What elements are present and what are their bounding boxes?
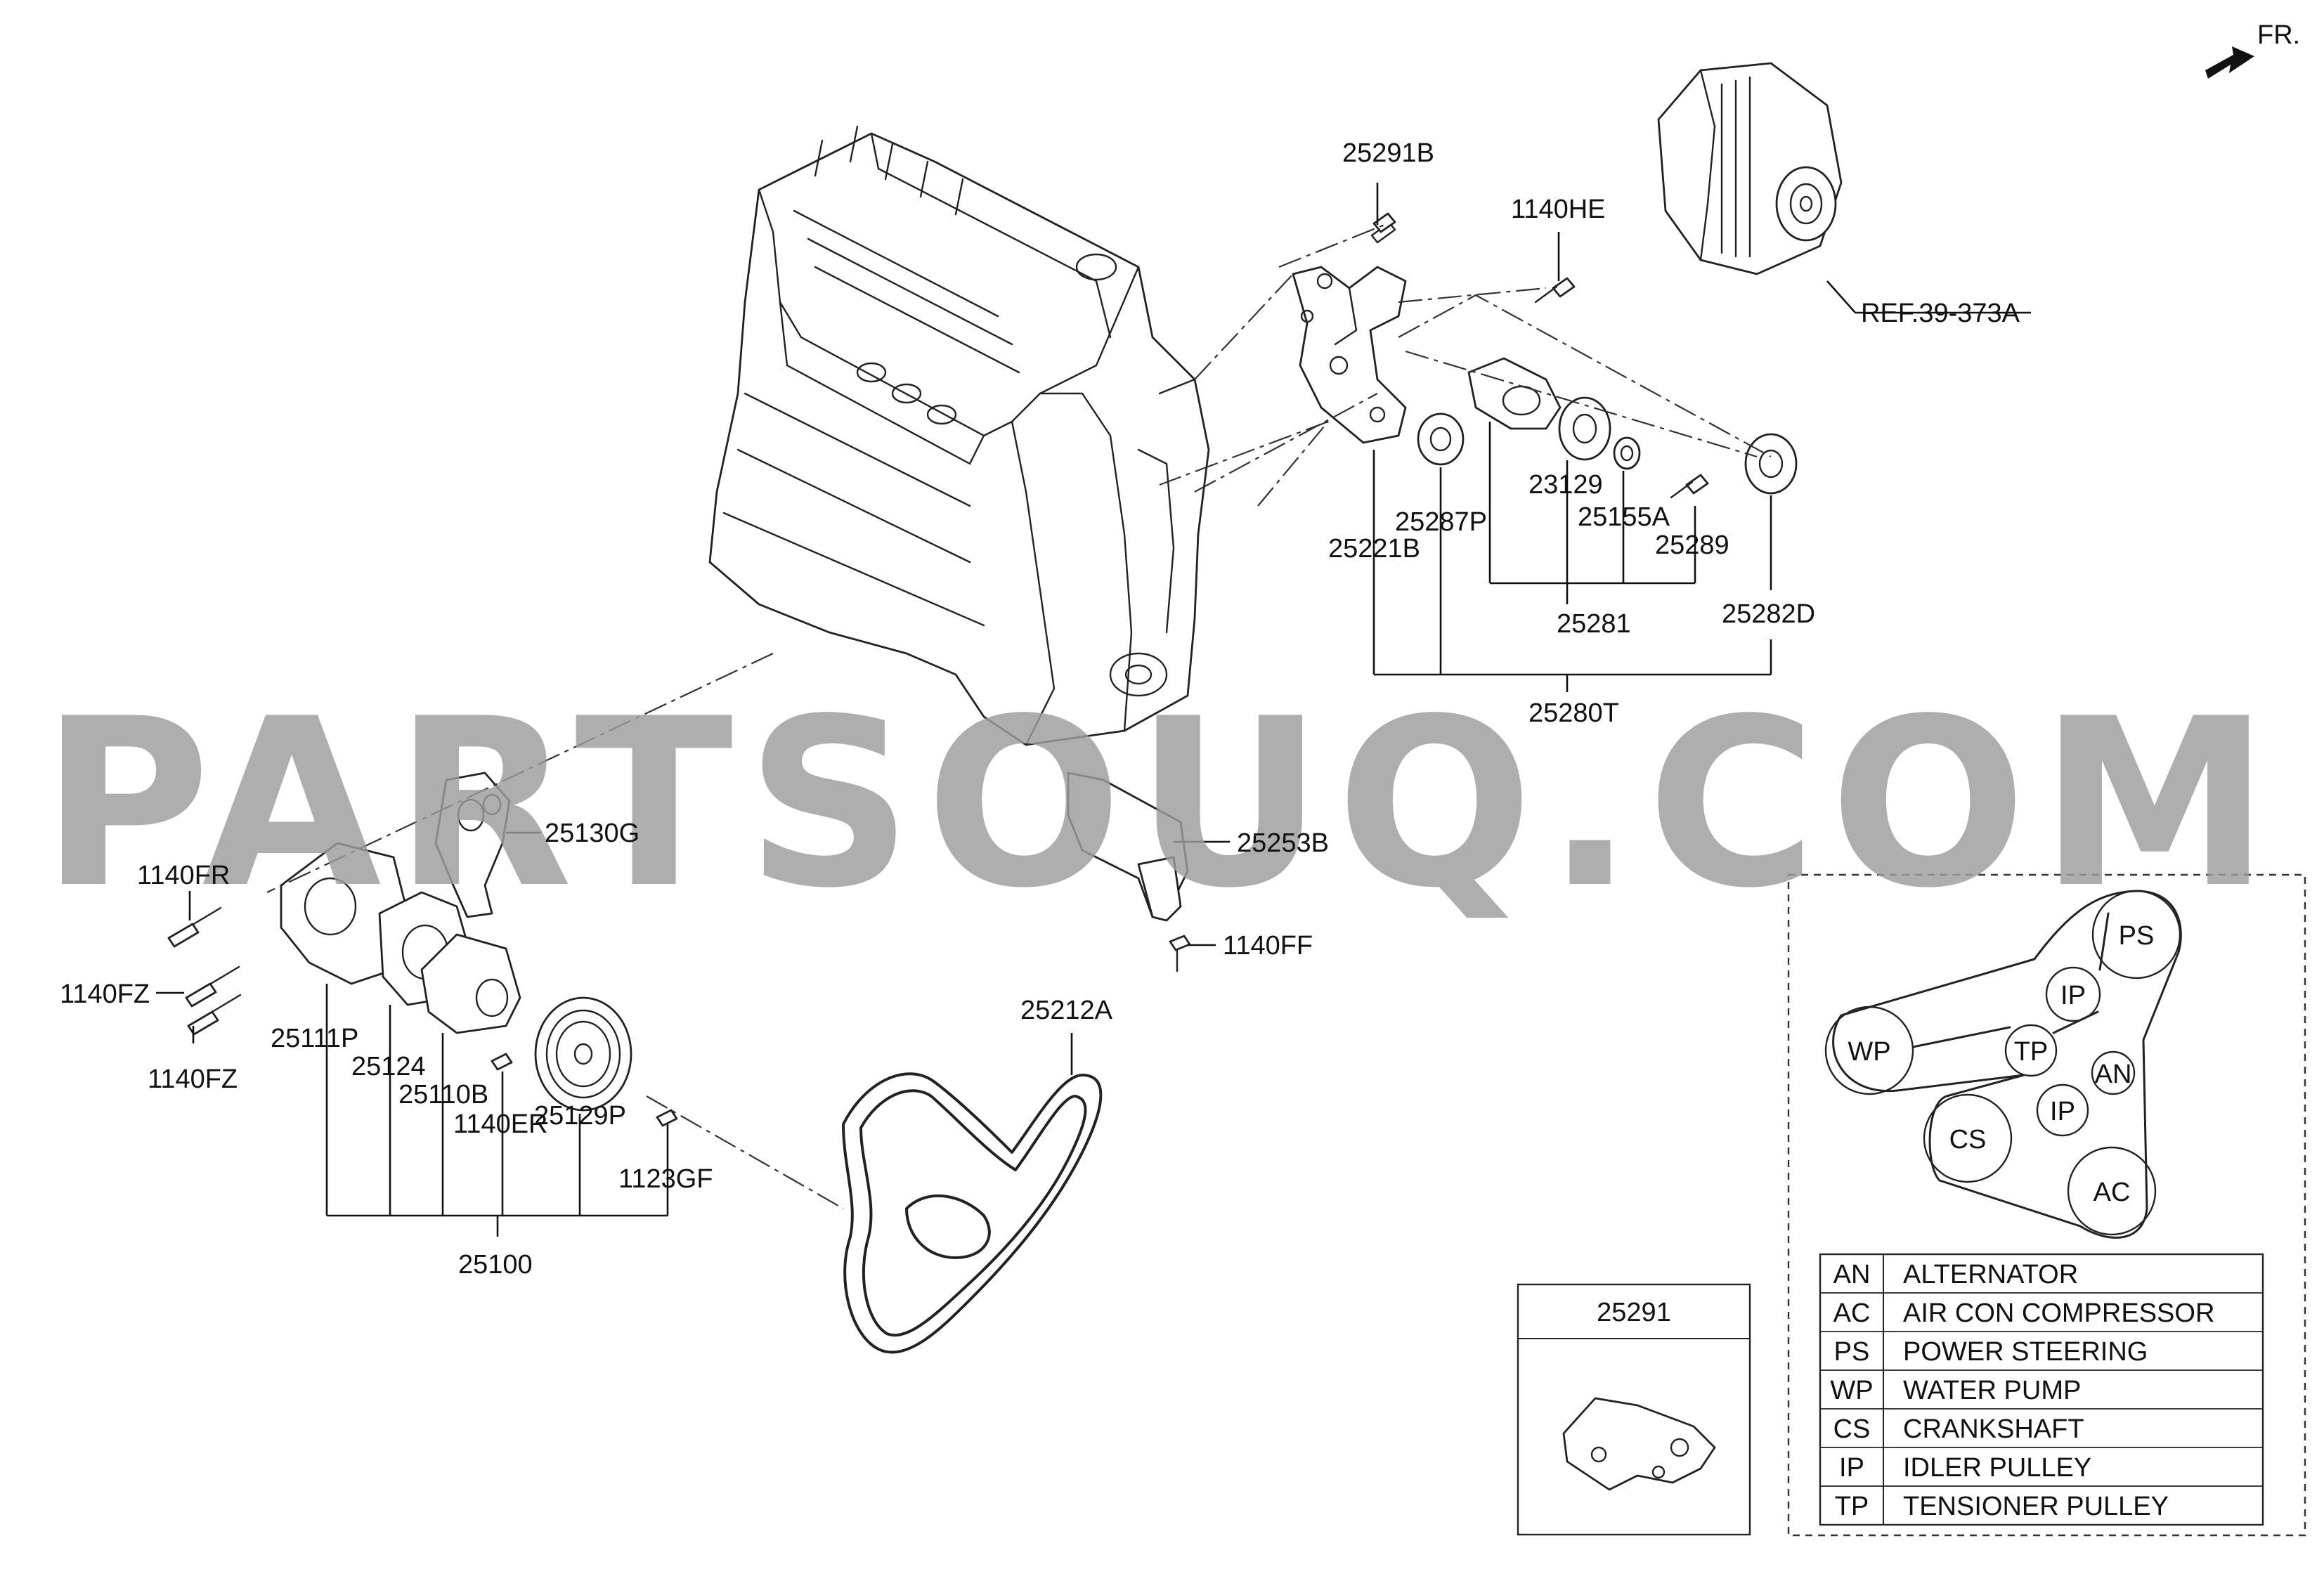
part-label-25221b: 25221B [1328,534,1420,564]
legend-code: AC [1833,1299,1871,1328]
idler-pulley-25287p-illustration [1417,412,1465,466]
bracket-25221b-illustration [1292,266,1407,444]
part-labels: FR. REF.39-373A 25291B 1140HE 23129 2515… [60,20,2300,1280]
front-direction-arrow-icon [2205,46,2254,79]
legend-name: CRANKSHAFT [1903,1414,2084,1444]
gasket-25130g-illustration [434,772,511,918]
legend-code: PS [1834,1337,1870,1367]
legend-name: IDLER PULLEY [1903,1453,2091,1483]
belt-routing-diagram [1824,890,2182,1239]
legend-row: AN ALTERNATOR [1833,1260,2079,1289]
legend-code: IP [1839,1453,1864,1483]
direction-label: FR. [2257,20,2300,50]
part-label-25287p: 25287P [1395,507,1487,537]
part-label-25129p: 25129P [534,1101,626,1131]
inset-box-25291: 25291 [1517,1283,1751,1536]
part-label-25100: 25100 [458,1250,533,1280]
legend-row: WP WATER PUMP [1830,1376,2081,1405]
pulley-code-label: CS [1949,1125,1987,1154]
alternator-illustration [1657,62,1843,275]
bolts-upper-illustration [1370,212,1709,499]
pulley-code-label: IP [2050,1097,2075,1126]
phantom-lines [266,223,1772,1209]
legend-code: WP [1830,1376,1873,1405]
pulley-code-label: TP [2014,1037,2049,1067]
part-label-25253b: 25253B [1237,828,1329,858]
pulley-code-label: AC [2093,1178,2131,1207]
legend-row: AC AIR CON COMPRESSOR [1833,1299,2215,1328]
part-label-25280t: 25280T [1528,698,1619,728]
drive-belt-25212a-illustration [842,1072,1103,1354]
part-label-1140ff: 1140FF [1223,931,1313,961]
pulley-25129p-illustration [534,996,632,1112]
pulley-ip-lower-circle [2036,1083,2089,1137]
reference-label: REF.39-373A [1861,299,2020,328]
legend-row: IP IDLER PULLEY [1839,1453,2091,1483]
pulley-tp-circle [2004,1024,2058,1077]
pulley-cs-circle [1923,1093,2013,1183]
pulley-ip-upper-circle [2045,966,2101,1022]
part-label-25130g: 25130G [545,819,640,848]
part-label-25291b: 25291B [1342,138,1434,168]
pulley-code-label: PS [2119,921,2155,951]
legend-name: POWER STEERING [1903,1337,2148,1367]
legend-row: TP TENSIONER PULLEY [1835,1492,2169,1521]
part-label-1140fz-lower: 1140FZ [148,1065,238,1094]
part-label-25282d: 25282D [1722,599,1815,629]
legend-row: PS POWER STEERING [1834,1337,2148,1367]
legend-table: AN ALTERNATOR AC AIR CON COMPRESSOR PS P… [1819,1253,2264,1526]
pulley-code-label: WP [1848,1037,1890,1067]
legend-row: CS CRANKSHAFT [1833,1414,2084,1444]
water-pump-25100-illustration [280,842,521,1034]
belt-routing-labels: PS IP WP TP AN IP CS AC [1848,921,2154,1207]
legend-code: TP [1835,1492,1869,1521]
engine-block-illustration [708,125,1210,746]
part-label-25281: 25281 [1557,609,1631,639]
pulley-ac-circle [2067,1146,2157,1236]
belt-routing-panel [1787,873,2306,1537]
tensioner-23129-illustration [1467,357,1562,430]
bracket-25291-illustration [1562,1397,1716,1491]
inset-box-title: 25291 [1597,1298,1671,1327]
pulley-23129-illustration [1558,396,1611,461]
part-label-1140he: 1140HE [1511,195,1606,224]
legend-name: ALTERNATOR [1903,1260,2078,1289]
legend-code: AN [1833,1260,1871,1289]
washer-25155a-illustration [1613,436,1641,470]
pulley-25282d-illustration [1744,433,1798,495]
part-label-25110b: 25110B [398,1080,488,1109]
part-label-23129: 23129 [1528,470,1603,500]
part-label-1123gf: 1123GF [618,1164,713,1194]
legend-name: WATER PUMP [1903,1376,2081,1405]
pulley-code-label: IP [2060,981,2086,1010]
legend-name: AIR CON COMPRESSOR [1903,1299,2214,1328]
part-label-1140er: 1140ER [453,1109,548,1139]
leader-lines [156,46,2254,1237]
bolts-pump-illustration [167,906,678,1127]
bracket-25253b-illustration [1067,772,1191,972]
part-label-1140fr: 1140FR [137,861,230,890]
part-label-25124: 25124 [351,1052,426,1081]
legend-name: TENSIONER PULLEY [1903,1492,2169,1521]
watermark-text: PARTSOUQ.COM [41,669,2283,939]
part-label-25212a: 25212A [1020,996,1113,1025]
part-label-25289: 25289 [1655,531,1729,560]
part-label-25111p: 25111P [271,1024,358,1053]
pulley-an-circle [2091,1050,2136,1095]
legend-code: CS [1833,1414,1871,1444]
pulley-code-label: AN [2095,1060,2132,1089]
part-label-1140fz-upper: 1140FZ [60,980,150,1009]
part-label-25155a: 25155A [1578,502,1670,532]
